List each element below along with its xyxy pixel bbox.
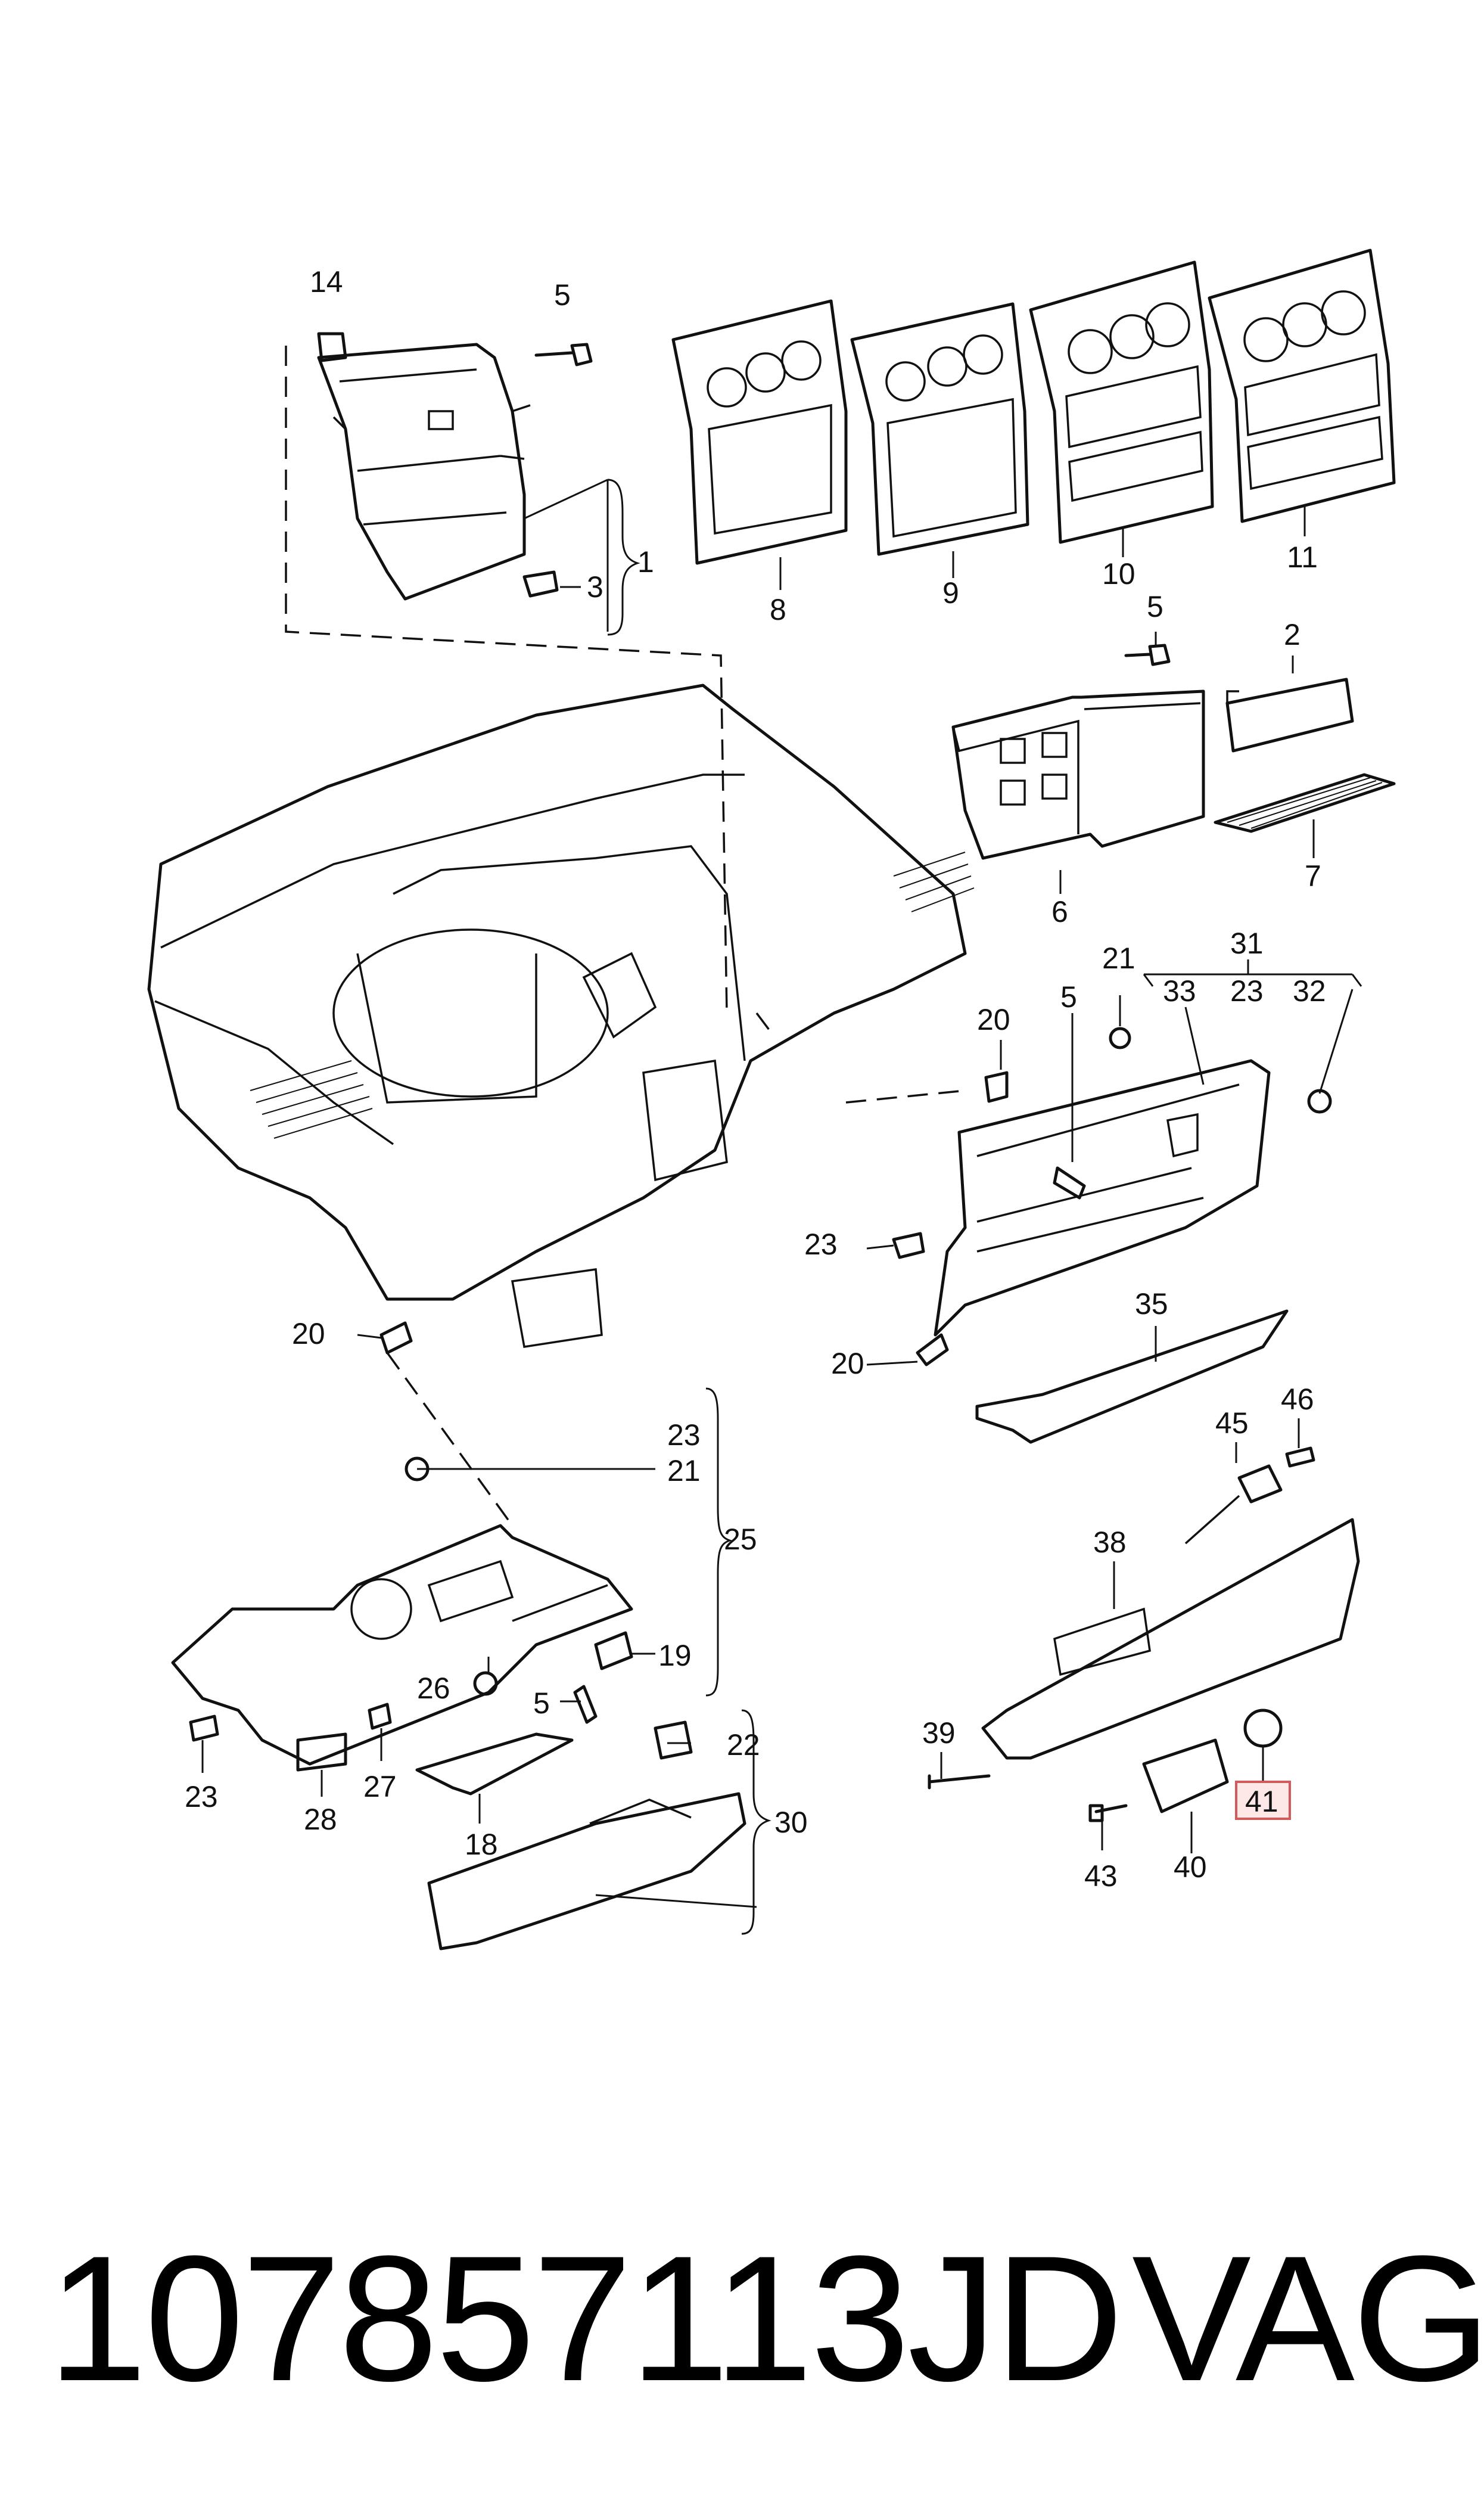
callout-23: 23 xyxy=(185,1780,218,1813)
callout-5: 5 xyxy=(1147,590,1163,623)
clip-part-23 xyxy=(892,1232,925,1259)
callout-23: 23 xyxy=(667,1418,701,1452)
part-number: 107857113JD xyxy=(48,2218,1124,2418)
callout-41: 41 xyxy=(1245,1785,1278,1818)
dashboard-panel xyxy=(147,684,975,1348)
callout-23: 23 xyxy=(804,1228,838,1261)
bumper-part-32 xyxy=(1307,1089,1332,1114)
clip-part-20 xyxy=(379,1321,413,1355)
rivet-part-22 xyxy=(654,1720,693,1760)
trim-panel-part-9 xyxy=(850,302,1029,556)
stop-part-21 xyxy=(1109,1027,1131,1049)
callout-14: 14 xyxy=(310,265,343,299)
latch-housing-part-40 xyxy=(1142,1738,1229,1813)
callout-20: 20 xyxy=(831,1347,864,1380)
callout-26: 26 xyxy=(417,1672,450,1705)
glovebox-assembly-part-25 xyxy=(171,1524,633,1766)
bumper-part-26 xyxy=(473,1671,498,1696)
screw-part-5 xyxy=(573,1685,598,1724)
callout-5: 5 xyxy=(554,278,571,312)
callout-20: 20 xyxy=(977,1003,1010,1036)
screw-part-43 xyxy=(1088,1804,1128,1822)
callout-21: 21 xyxy=(1102,942,1135,975)
callout-5: 5 xyxy=(1060,980,1077,1014)
callout-5: 5 xyxy=(533,1686,550,1720)
screw-part-5 xyxy=(1053,1166,1086,1200)
callout-18: 18 xyxy=(465,1828,498,1861)
callout-38: 38 xyxy=(1093,1526,1127,1559)
callout-45: 45 xyxy=(1215,1406,1249,1440)
storage-mat-part-7 xyxy=(1214,773,1396,833)
storage-box-part-2 xyxy=(1225,678,1354,753)
callout-23: 23 xyxy=(1230,974,1264,1008)
callout-25: 25 xyxy=(724,1523,757,1556)
callout-40: 40 xyxy=(1174,1850,1207,1884)
clip-part-23 xyxy=(189,1714,219,1742)
callout-33: 33 xyxy=(1163,974,1196,1008)
callout-46: 46 xyxy=(1281,1383,1314,1416)
bracket-part-6 xyxy=(951,689,1205,860)
clip-part-20 xyxy=(916,1333,949,1366)
callout-20: 20 xyxy=(292,1317,325,1350)
callout-27: 27 xyxy=(363,1770,397,1803)
callout-39: 39 xyxy=(922,1716,956,1750)
callout-19: 19 xyxy=(658,1639,692,1672)
pad-part-28 xyxy=(296,1732,347,1772)
callout-3: 3 xyxy=(587,570,603,604)
callout-21: 21 xyxy=(667,1454,701,1487)
clip-part-19 xyxy=(594,1631,633,1670)
lock-part-41 xyxy=(1243,1709,1283,1748)
glovebox-lid-part-38 xyxy=(981,1518,1360,1760)
callout-30: 30 xyxy=(774,1806,808,1839)
brand-label: VAG xyxy=(1132,2218,1484,2418)
cover-part-18 xyxy=(415,1732,574,1796)
callout-22: 22 xyxy=(727,1728,760,1762)
callout-8: 8 xyxy=(770,593,786,626)
center-frame-part-1 xyxy=(317,332,559,601)
callout-31: 31 xyxy=(1230,927,1264,960)
glovebox-housing-part-31 xyxy=(934,1059,1271,1337)
pin-part-39 xyxy=(928,1774,991,1790)
callout-35: 35 xyxy=(1135,1287,1168,1321)
callout-10: 10 xyxy=(1102,557,1135,591)
callout-9: 9 xyxy=(942,576,959,610)
trim-panel-part-10 xyxy=(1029,260,1214,544)
callout-32: 32 xyxy=(1293,974,1326,1008)
callout-2: 2 xyxy=(1284,618,1301,651)
screw-part-5 xyxy=(1124,644,1171,666)
glovebox-part-30 xyxy=(427,1792,746,1950)
highlight-box-41 xyxy=(1235,1781,1291,1820)
callout-11: 11 xyxy=(1287,541,1318,574)
screw-part-5 xyxy=(534,343,593,366)
bolt-part-46 xyxy=(1285,1446,1315,1468)
clip-part-27 xyxy=(368,1703,392,1730)
callout-6: 6 xyxy=(1051,895,1068,928)
callout-28: 28 xyxy=(304,1803,337,1836)
callout-7: 7 xyxy=(1305,859,1321,893)
clip-part-20 xyxy=(984,1071,1009,1103)
trim-panel-part-11 xyxy=(1208,249,1396,523)
shelf-part-35 xyxy=(975,1309,1289,1444)
callout-43: 43 xyxy=(1084,1859,1118,1893)
lock-cylinder-part-45 xyxy=(1184,1464,1283,1545)
callout-1: 1 xyxy=(637,545,654,579)
trim-panel-part-8 xyxy=(671,299,848,565)
